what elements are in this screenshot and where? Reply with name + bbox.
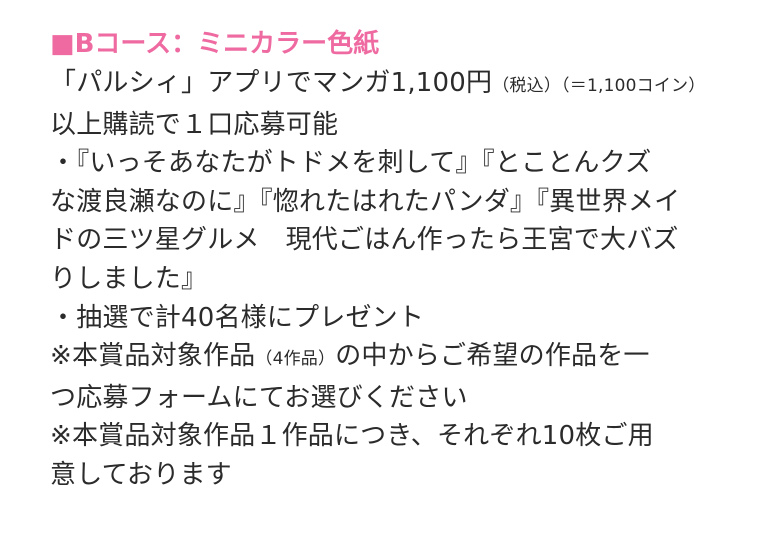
coin-note: （＝1,100コイン） (561, 76, 706, 96)
work-count-note: （4作品） (255, 349, 336, 370)
titles-line-1: ・『いっそあなたがトドメを刺して』『とことんクズ (50, 148, 652, 179)
purchase-amount-text: 「パルシィ」アプリでマンガ1,100円 (50, 68, 493, 98)
course-heading: ■Bコース：ミニカラー色紙 (50, 29, 380, 59)
purchase-condition-line: 「パルシィ」アプリでマンガ1,100円（税込）（＝1,100コイン） (50, 64, 760, 106)
selection-note-pre: ※本賞品対象作品 (50, 341, 256, 372)
quantity-note-line-1: ※本賞品対象作品１作品につき、それぞれ10枚ご用 (50, 421, 654, 452)
selection-note-line-2: つ応募フォームにてお選びください (50, 382, 468, 413)
lottery-line: ・抽選で計40名様にプレゼント (50, 302, 425, 333)
entry-condition-line: 以上購読で１口応募可能 (50, 109, 339, 140)
titles-line-3-part-a: ドの三ツ星グルメ (50, 225, 260, 256)
titles-line-2: な渡良瀬なのに』『惚れたはれたパンダ』『異世界メイ (50, 186, 681, 217)
titles-line-3-part-b: 現代ごはん作ったら王宮で大バズ (285, 225, 679, 256)
selection-note-line-1: ※本賞品対象作品（4作品）の中からご希望の作品を一 (50, 337, 760, 379)
titles-line-3: ドの三ツ星グルメ現代ごはん作ったら王宮で大バズ (50, 221, 760, 260)
selection-note-post: の中からご希望の作品を一 (335, 341, 650, 372)
quantity-note-line-2: 意しております (50, 459, 232, 490)
tax-note: （税込） (492, 76, 562, 96)
titles-line-4: りしました』 (50, 263, 208, 294)
